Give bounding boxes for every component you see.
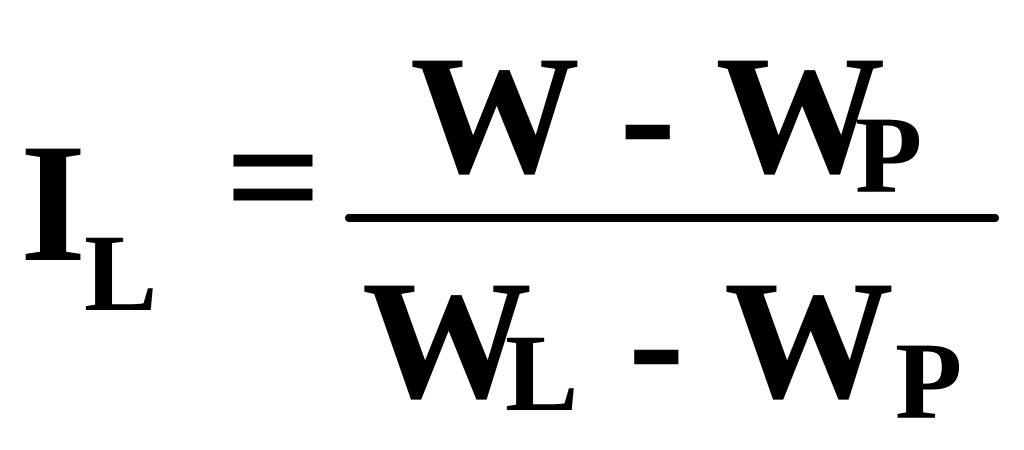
denominator-rest-subscript: P <box>895 320 963 442</box>
fraction-bar <box>345 214 999 222</box>
equals-sign: = <box>225 83 322 271</box>
denominator-first: W <box>362 246 532 434</box>
numerator-text: W - W <box>410 21 886 209</box>
lhs-symbol: I <box>20 109 87 297</box>
numerator-subscript: P <box>855 94 923 216</box>
denominator-rest: - W <box>628 246 895 434</box>
lhs-subscript: L <box>84 212 158 334</box>
denominator-first-subscript: L <box>505 312 579 434</box>
